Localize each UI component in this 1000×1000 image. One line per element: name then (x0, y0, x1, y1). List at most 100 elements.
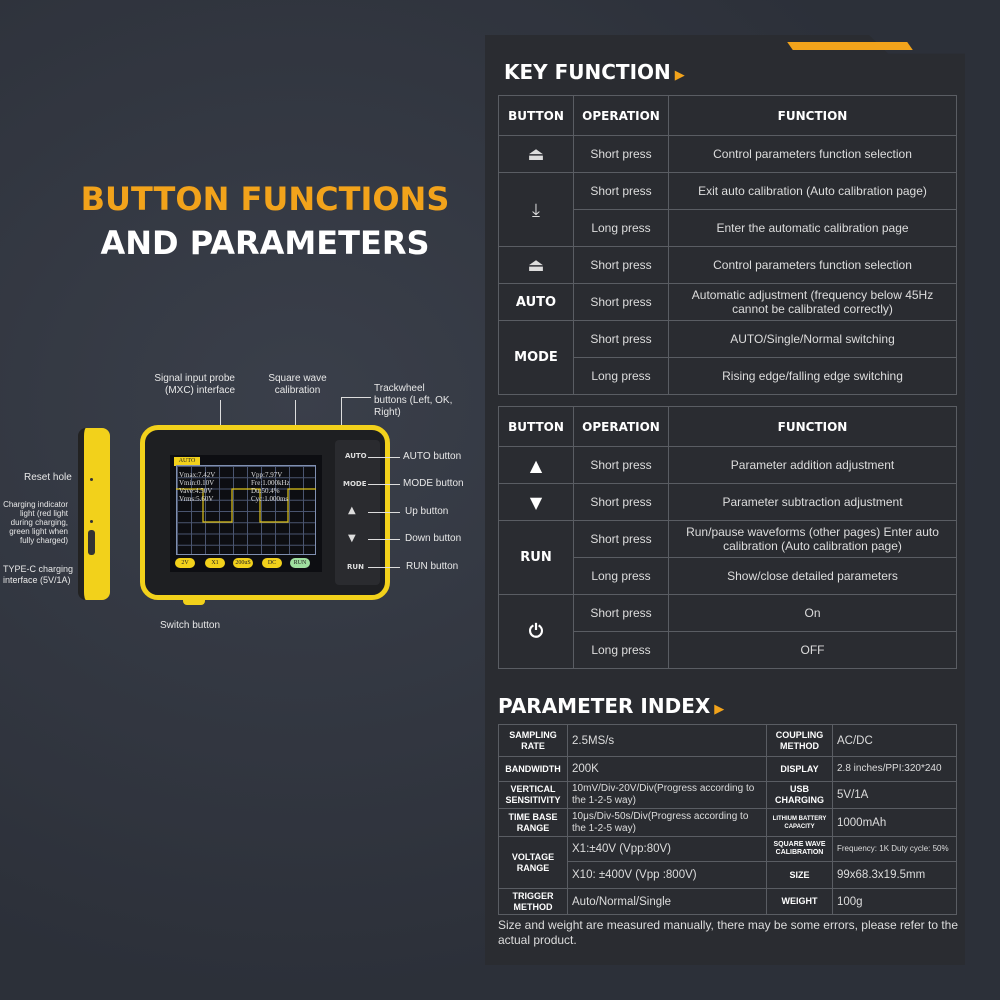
callout-line (368, 457, 400, 458)
switch-button (183, 597, 205, 605)
table-cell: Short press (573, 446, 669, 484)
callout-charging: Charging indicator light (red light duri… (3, 500, 68, 545)
header-operation: OPERATION (573, 406, 669, 447)
table-cell: RUN (498, 520, 574, 595)
table-cell: Parameter subtraction adjustment (668, 483, 957, 521)
table-cell: VERTICAL SENSITIVITY (498, 781, 568, 809)
callout-line (220, 400, 221, 425)
trackwheel-press-icon: ⤓ (498, 172, 574, 247)
table-cell: OFF (668, 631, 957, 669)
screen-pill: RUN (290, 558, 310, 568)
table-cell: 2.8 inches/PPI:320*240 (832, 756, 957, 782)
callout-up: Up button (405, 506, 449, 517)
table-cell: Short press (573, 283, 669, 321)
table-cell: Long press (573, 631, 669, 669)
header-operation: OPERATION (573, 95, 669, 136)
table-cell: Automatic adjustment (frequency below 45… (668, 283, 957, 321)
header-button: BUTTON (498, 95, 574, 136)
charging-light (90, 520, 93, 523)
run-key: RUN (347, 563, 364, 571)
table-cell: AUTO/Single/Normal switching (668, 320, 957, 358)
table-cell: SIZE (766, 861, 833, 889)
screen-vmin: Vmin:0.10V (179, 479, 215, 487)
screen-vave: Vave:4.50V (179, 487, 213, 495)
table-cell: 200K (567, 756, 767, 782)
triangle-icon: ▶ (674, 68, 685, 83)
accent-bar (787, 42, 913, 50)
screen-fre: Fre:1.000kHz (251, 479, 290, 487)
table-cell: 10mV/Div-20V/Div(Progress according to t… (567, 781, 767, 809)
screen-vpp: Vpp:7.97V (251, 471, 283, 479)
callout-reset: Reset hole (24, 472, 72, 483)
callout-run: RUN button (406, 561, 459, 572)
callout-line (368, 484, 400, 485)
callout-switch: Switch button (160, 620, 221, 631)
table-cell: Rising edge/falling edge switching (668, 357, 957, 395)
table-cell: 99x68.3x19.5mm (832, 861, 957, 889)
table-cell: WEIGHT (766, 888, 833, 915)
table-cell: Short press (573, 135, 669, 173)
table-cell: Auto/Normal/Single (567, 888, 767, 915)
trackwheel-roll-icon: ⏏ (498, 246, 574, 284)
table-cell: Long press (573, 209, 669, 247)
table-cell: On (668, 594, 957, 632)
scope-grid (176, 465, 316, 555)
table-cell: Run/pause waveforms (other pages) Enter … (668, 520, 957, 558)
callout-line (368, 539, 400, 540)
callout-line (295, 400, 296, 425)
table-cell: AUTO (498, 283, 574, 321)
callout-line (341, 397, 371, 398)
callout-line (341, 397, 342, 425)
table-cell: X1:±40V (Vpp:80V) (567, 836, 767, 862)
trackwheel-roll-icon: ⏏ (498, 135, 574, 173)
table-cell: TRIGGER METHOD (498, 888, 568, 915)
table-cell: 2.5MS/s (567, 724, 767, 757)
table-cell: 1000mAh (832, 808, 957, 837)
hero-title-line2: AND PARAMETERS (100, 224, 430, 262)
table-cell: SAMPLING RATE (498, 724, 568, 757)
header-function: FUNCTION (668, 406, 957, 447)
callout-trackwheel: Trackwheel buttons (Left, OK, Right) (374, 383, 453, 418)
table-cell: 100g (832, 888, 957, 915)
table-cell: Short press (573, 320, 669, 358)
table-cell: 5V/1A (832, 781, 957, 809)
table-cell: Enter the automatic calibration page (668, 209, 957, 247)
callout-line (368, 512, 400, 513)
auto-key: AUTO (345, 452, 367, 460)
table-cell: Frequency: 1K Duty cycle: 50% (832, 836, 957, 862)
table-cell: TIME BASE RANGE (498, 808, 568, 837)
reset-hole (90, 478, 93, 481)
mode-key: MODE (343, 480, 367, 488)
table-cell: BANDWIDTH (498, 756, 568, 782)
table-cell: 10μs/Div-50s/Div(Progress according to t… (567, 808, 767, 837)
table-cell: MODE (498, 320, 574, 395)
table-cell: USB CHARGING (766, 781, 833, 809)
table-cell: Show/close detailed parameters (668, 557, 957, 595)
table-cell: LITHIUM BATTERY CAPACITY (766, 808, 833, 837)
table-cell: Short press (573, 246, 669, 284)
table-cell: Exit auto calibration (Auto calibration … (668, 172, 957, 210)
up-arrow-icon: ▲ (498, 446, 574, 484)
waveform (176, 488, 316, 523)
type-c-port (88, 530, 95, 555)
table-cell: Short press (573, 594, 669, 632)
up-key-icon: ▲ (348, 505, 356, 516)
table-cell: Long press (573, 357, 669, 395)
table-cell: Control parameters function selection (668, 135, 957, 173)
table-cell: Parameter addition adjustment (668, 446, 957, 484)
